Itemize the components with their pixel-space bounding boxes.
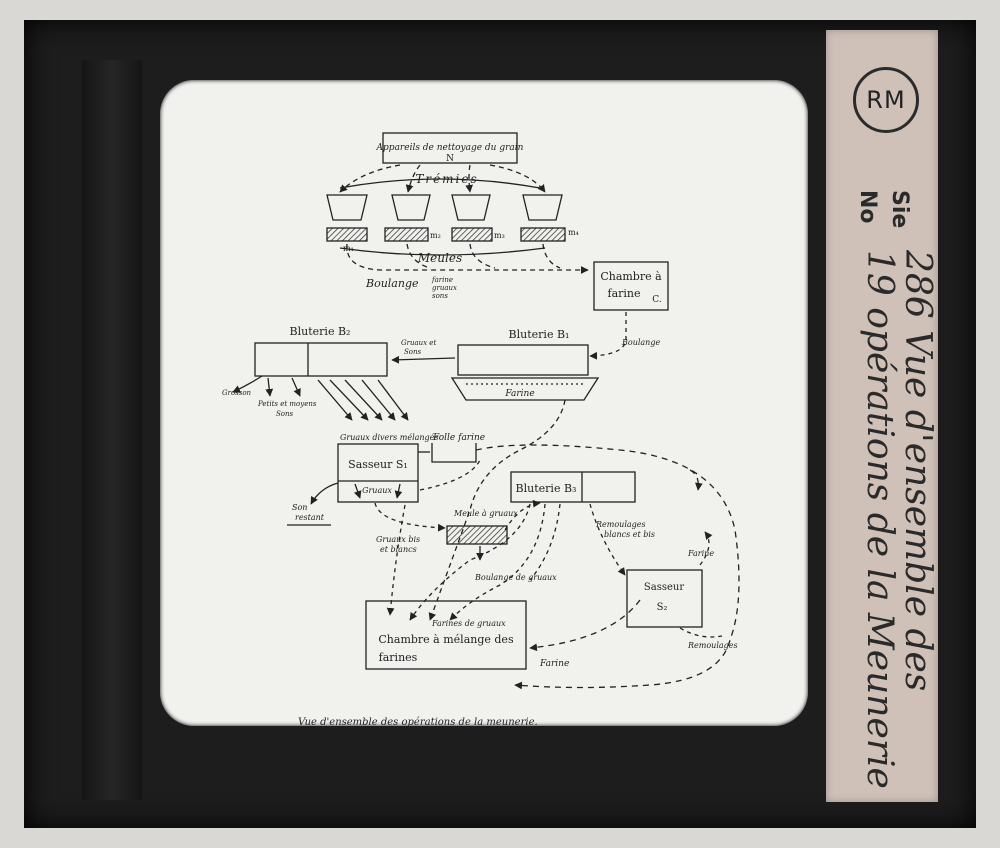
- son-restant-1: Son: [292, 503, 307, 512]
- meule-label-1: m₁: [343, 244, 354, 253]
- farine-bottom-label: Farine: [539, 659, 569, 669]
- sasseur-s1-label: Sasseur S₁: [348, 458, 408, 471]
- folle-farine-box: [431, 443, 477, 463]
- sasseur-s1-box: [337, 443, 419, 503]
- label-serie-prefix: Sie: [887, 190, 912, 229]
- blutterie-b3-box: [510, 471, 636, 503]
- meule-3: [451, 227, 493, 242]
- son-restant-2: restant: [295, 513, 325, 522]
- gruaux-sons-2: Sons: [404, 348, 422, 356]
- label-num-value: 19 opérations de la Meunerie: [859, 250, 900, 789]
- farines-gruaux-label: Farines de gruaux: [431, 619, 506, 628]
- meule-1: [326, 227, 368, 242]
- gruaux-bis-1: Gruaux bis: [376, 535, 420, 544]
- chambre-melange-label-1: Chambre à mélange des: [378, 633, 514, 646]
- chambre-farine-letter: C.: [652, 295, 662, 305]
- label-num-prefix: No: [855, 190, 880, 224]
- chambre-farine-label-2: farine: [608, 287, 641, 300]
- remoulages-bb-1: Remoulages: [595, 520, 646, 529]
- nettoyage-box: [382, 132, 518, 164]
- chambre-farine-box: [593, 261, 669, 311]
- chambre-melange-label-2: farines: [379, 651, 418, 664]
- grosson-label: Grosson: [222, 389, 252, 397]
- remoulages-label: Remoulages: [687, 641, 738, 650]
- diagram-plate: [160, 80, 808, 726]
- meule-label-4: m₄: [568, 228, 579, 237]
- rm-seal: RM: [853, 67, 919, 133]
- meule-2: [384, 227, 429, 242]
- boulange-label: Boulange: [365, 277, 419, 290]
- chambre-farine-label-1: Chambre à: [600, 270, 662, 283]
- sasseur-s2-letter: S₂: [657, 602, 668, 613]
- meule-label-3: m₃: [494, 231, 505, 240]
- blutterie-b2-label: Bluterie B₂: [290, 325, 351, 338]
- sasseur-s2-box: [626, 569, 703, 628]
- seal-text: RM: [866, 86, 906, 114]
- nettoyage-letter: N: [446, 154, 454, 164]
- boulange-arrow-label: Boulange: [621, 338, 660, 347]
- blutterie-b3-label: Bluterie B₃: [516, 482, 577, 495]
- caption: Vue d'ensemble des opérations de la meun…: [298, 717, 538, 728]
- boulange-gruaux-label: Boulange de gruaux: [474, 573, 557, 582]
- tremie-4: [522, 194, 563, 221]
- tremies-label: Trémies: [415, 172, 478, 186]
- label-serie-value: 286 Vue d'ensemble des: [897, 250, 938, 692]
- boulange-farine: farine: [431, 276, 453, 284]
- meule-gruaux: [446, 525, 508, 545]
- gruaux-melanges-label: Gruaux divers mélangés: [340, 433, 439, 442]
- tremie-3: [451, 194, 491, 221]
- remoulages-bb-2: blancs et bis: [604, 530, 655, 539]
- meule-label-2: m₂: [430, 231, 441, 240]
- chambre-melange-box: [365, 600, 527, 670]
- nettoyage-label: Appareils de nettoyage du grain: [376, 143, 524, 153]
- gruaux-bis-2: et blancs: [380, 545, 417, 554]
- tremie-1: [326, 194, 368, 221]
- petits-moyens-2: Sons: [276, 410, 294, 418]
- meule-gruaux-label: Meule à gruaux: [453, 509, 518, 518]
- blutterie-b1-label: Bluterie B₁: [509, 328, 570, 341]
- blutterie-b1-tray: [450, 377, 600, 401]
- archive-label: [826, 30, 938, 802]
- gruaux-sons-1: Gruaux et: [401, 339, 436, 347]
- farine-s2-label: Farine: [687, 549, 714, 558]
- tremie-2: [391, 194, 431, 221]
- boulange-gruaux: gruaux: [432, 284, 457, 292]
- folle-farine-label: Folle farine: [432, 433, 485, 443]
- gruaux-s1-label: Gruaux: [362, 486, 392, 495]
- meules-label: Meules: [417, 251, 462, 265]
- petits-moyens-1: Petits et moyens: [257, 400, 317, 408]
- farine-b1-label: Farine: [504, 389, 534, 399]
- sasseur-s2-label: Sasseur: [644, 582, 684, 593]
- blutterie-b2-box: [254, 342, 388, 377]
- meule-4: [520, 227, 566, 242]
- blutterie-b1-box: [457, 344, 589, 376]
- boulange-sons: sons: [432, 292, 448, 300]
